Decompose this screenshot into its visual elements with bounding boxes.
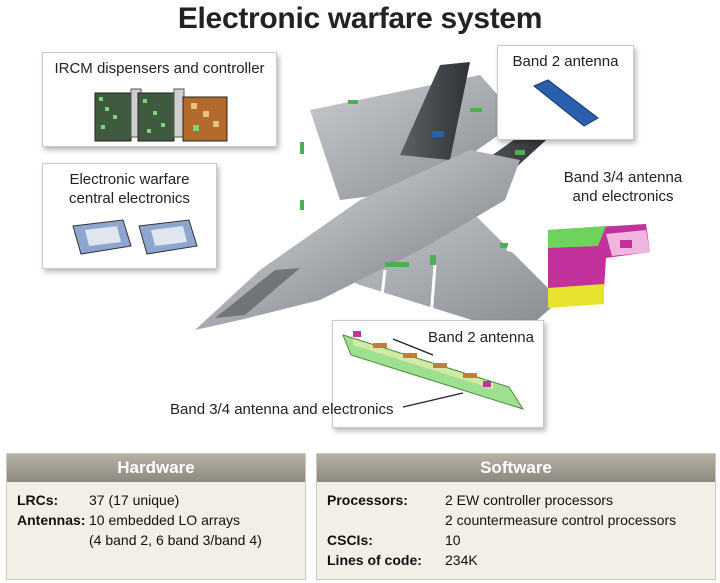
hardware-key-lrcs: LRCs: <box>17 492 59 508</box>
canopy <box>215 268 300 318</box>
callout-ew-central-label-1: Electronic warfare <box>69 171 190 188</box>
callout-ircm-label: IRCM dispensers and controller <box>54 60 265 77</box>
hardware-heading: Hardware <box>7 454 305 482</box>
callout-ew-central-label-2: central electronics <box>69 190 190 207</box>
hardware-value-antennas-detail: (4 band 2, 6 band 3/band 4) <box>89 532 262 548</box>
callout-band2-top-label: Band 2 antenna <box>512 53 619 70</box>
software-key-cscis: CSCIs: <box>327 532 373 548</box>
ircm-modules-icon <box>94 88 228 142</box>
hardware-value-lrcs: 37 (17 unique) <box>89 492 180 508</box>
software-value-processors-1: 2 EW controller processors <box>445 492 614 508</box>
hardware-value-antennas: 10 embedded LO arrays <box>89 512 240 528</box>
software-heading: Software <box>317 454 715 482</box>
callout-band34-right-label-1: Band 3/4 antenna <box>563 169 683 186</box>
callout-ew-central: Electronic warfare central electronics <box>42 163 217 269</box>
ew-central-boxes-icon <box>72 219 198 255</box>
callout-band2-top: Band 2 antenna <box>497 45 634 140</box>
callout-ircm: IRCM dispensers and controller <box>42 52 277 147</box>
band2-antenna-icon <box>533 79 599 127</box>
antenna-markers <box>300 100 525 267</box>
ircm-location-marker <box>432 131 444 137</box>
callout-bottom-antennas: Band 2 antenna <box>332 320 544 428</box>
callout-band34-bottom-label: Band 3/4 antenna and electronics <box>170 401 394 418</box>
software-key-processors: Processors: <box>327 492 408 508</box>
hardware-key-antennas: Antennas: <box>17 512 86 528</box>
software-value-processors-2: 2 countermeasure control processors <box>445 512 677 528</box>
software-value-loc: 234K <box>445 552 478 568</box>
hardware-panel: Hardware LRCs: 37 (17 unique) Antennas: … <box>6 453 306 580</box>
software-value-cscis: 10 <box>445 532 461 548</box>
vertical-tail-left <box>400 62 470 160</box>
diagram-title: Electronic warfare system <box>177 2 543 35</box>
bottom-antenna-array-icon <box>342 331 525 410</box>
software-panel: Software Processors: 2 EW controller pro… <box>316 453 716 580</box>
software-key-loc: Lines of code: <box>327 552 422 568</box>
callout-band2-bottom-label: Band 2 antenna <box>428 329 534 346</box>
callout-band34-right-label-2: and electronics <box>572 188 674 205</box>
band34-electronics-icon <box>548 224 650 308</box>
